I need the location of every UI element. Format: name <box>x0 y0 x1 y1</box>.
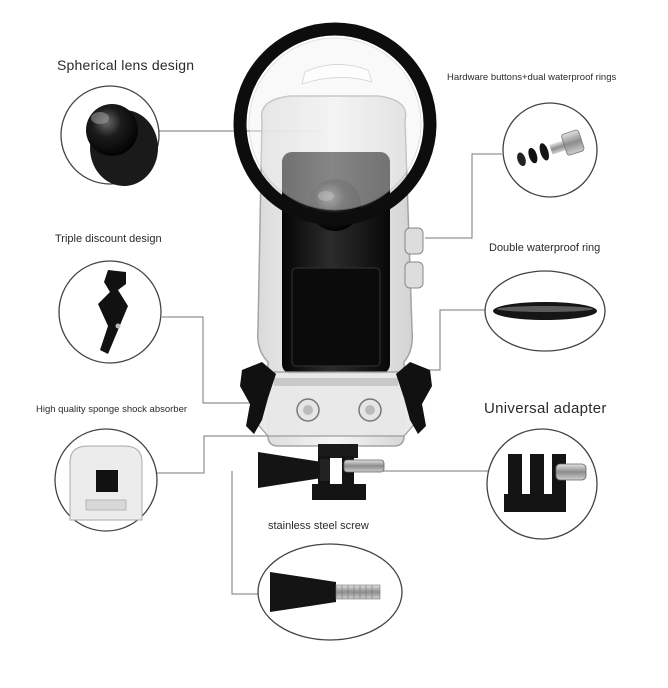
mount-tab <box>318 444 358 458</box>
callout-hardware-buttons <box>502 102 598 198</box>
side-button-top <box>404 227 424 255</box>
dome-ring <box>233 22 437 226</box>
buckle-left <box>240 362 276 434</box>
leader-double-ring <box>412 309 488 371</box>
callout-double-ring <box>484 270 606 352</box>
label-hardware-buttons: Hardware buttons+dual waterproof rings <box>447 72 617 83</box>
leader-sponge <box>157 435 276 474</box>
callout-sponge <box>54 428 158 532</box>
dome-glass <box>248 37 422 211</box>
mount-thumb-screw <box>258 452 322 488</box>
universal-adapter-icon <box>504 454 566 512</box>
callout-universal-adapter <box>486 428 598 540</box>
callout-triple-discount <box>58 260 162 364</box>
label-triple-discount: Triple discount design <box>55 233 162 245</box>
label-sponge: High quality sponge shock absorber <box>36 404 188 415</box>
label-steel-screw: stainless steel screw <box>268 520 369 532</box>
camera-screen <box>291 267 381 367</box>
leader-triple-discount <box>162 316 253 404</box>
thumb-screw-icon <box>270 572 336 612</box>
callout-steel-screw <box>257 543 403 641</box>
spherical-lens-icon <box>86 104 138 156</box>
buckle-right <box>396 362 432 434</box>
label-double-ring: Double waterproof ring <box>489 242 601 254</box>
side-button-bottom <box>404 261 424 289</box>
callout-spherical-lens <box>60 85 160 186</box>
dive-housing <box>233 22 437 500</box>
label-universal-adapter: Universal adapter <box>484 400 607 417</box>
buckle-latch-icon <box>98 270 128 354</box>
label-spherical-lens: Spherical lens design <box>57 57 195 73</box>
leader-hardware-buttons <box>425 153 502 239</box>
leader-steel-screw <box>231 471 262 595</box>
button-ring-parts-icon <box>517 129 585 167</box>
